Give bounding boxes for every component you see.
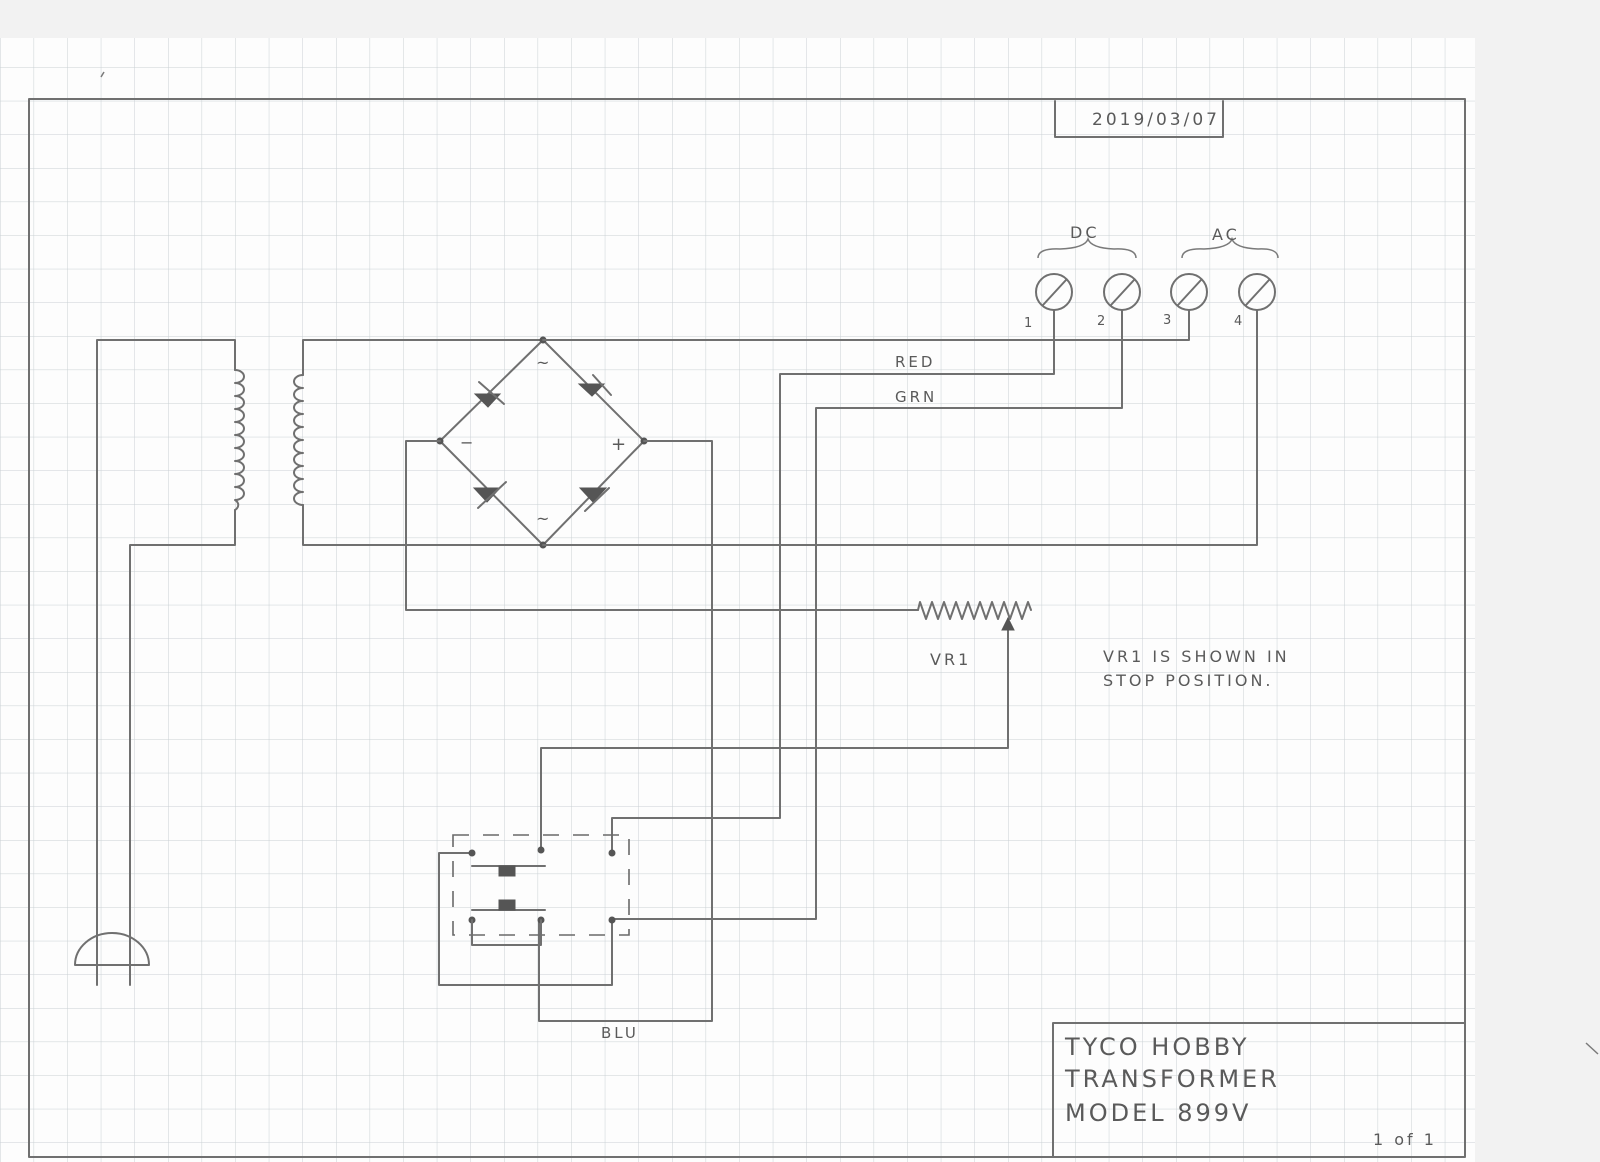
terminal-number-1: 1	[1024, 316, 1035, 331]
bridge-ac-bottom-label: ~	[536, 509, 552, 528]
screw-terminal-4	[1238, 273, 1276, 311]
screw-terminal-2	[1103, 273, 1141, 311]
label-ac: AC	[1212, 225, 1240, 244]
label-dc: DC	[1070, 223, 1100, 242]
diode-d3	[472, 481, 507, 509]
variable-resistor-vr1: VR1	[917, 601, 1032, 669]
wire-label-grn: GRN	[895, 388, 937, 406]
screw-terminal-3	[1170, 273, 1208, 311]
wire-red	[611, 309, 1055, 851]
wire-minus-to-vr1	[405, 440, 919, 611]
transformer-secondary-coil	[293, 374, 304, 506]
diode-d4	[578, 487, 610, 512]
stray-mark-right	[1585, 1042, 1599, 1055]
title-line-2: TRANSFORMER	[1064, 1065, 1280, 1093]
transformer-primary-coil	[234, 369, 245, 511]
power-plug	[74, 339, 236, 986]
terminal-number-2: 2	[1097, 314, 1108, 329]
title-line-1: TYCO HOBBY	[1064, 1033, 1250, 1061]
reversing-switch	[452, 834, 630, 946]
note-line-2: STOP POSITION.	[1103, 671, 1274, 690]
terminal-number-4: 4	[1234, 314, 1245, 329]
graph-grid	[0, 38, 1475, 1162]
title-block: TYCO HOBBY TRANSFORMER MODEL 899V 1 of 1	[1052, 1022, 1466, 1158]
wire-label-red: RED	[895, 353, 935, 371]
bridge-plus-label: +	[611, 434, 629, 455]
wire-label-blu: BLU	[601, 1024, 639, 1042]
wire-grn	[611, 309, 1123, 920]
wire-ac-top-to-terminal-3	[542, 309, 1190, 341]
bridge-ac-top-label: ~	[536, 353, 552, 372]
terminal-strip: DC AC 1 2 3 4	[1024, 223, 1279, 331]
drawing-border	[28, 98, 1466, 1158]
wire-wiper	[540, 629, 1009, 851]
secondary-bottom-lead	[302, 504, 544, 546]
note-line-1: VR1 IS SHOWN IN	[1103, 647, 1290, 666]
diode-d1	[473, 381, 505, 408]
date-box: 2019/03/07	[1054, 100, 1224, 138]
bridge-minus-label: −	[460, 433, 476, 452]
diode-d2	[577, 374, 612, 397]
wire-switch-loop	[438, 852, 613, 986]
date-text: 2019/03/07	[1092, 110, 1220, 130]
title-line-3: MODEL 899V	[1065, 1099, 1251, 1127]
vr1-label: VR1	[930, 650, 971, 669]
stray-mark	[100, 71, 105, 78]
wire-plus-to-switch	[538, 440, 713, 1022]
terminal-number-3: 3	[1163, 313, 1174, 328]
sheet-number: 1 of 1	[1373, 1130, 1437, 1149]
secondary-top-lead	[302, 339, 544, 376]
